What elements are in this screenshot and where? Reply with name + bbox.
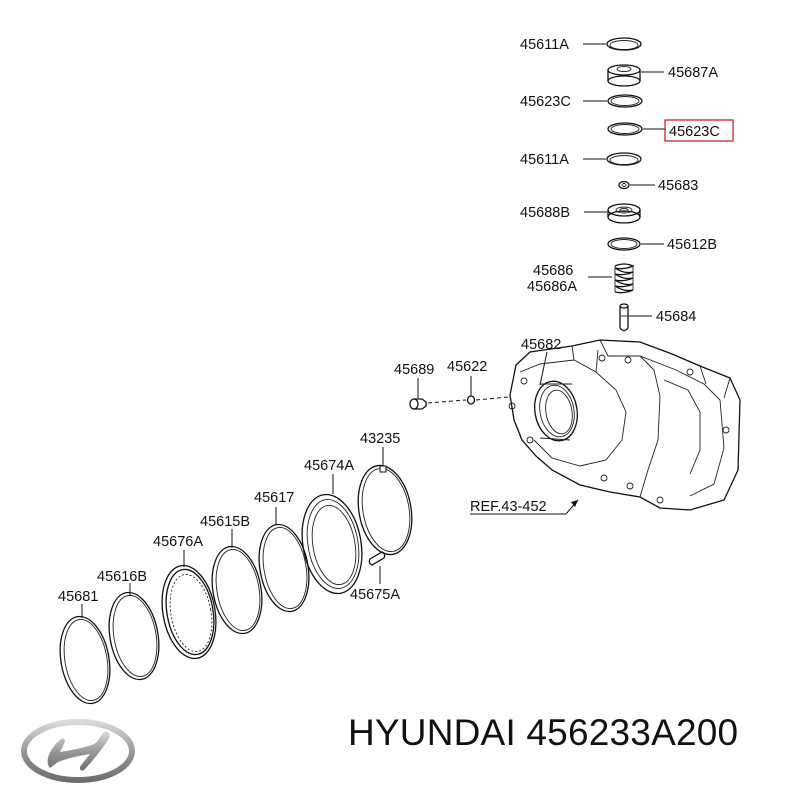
part-plate-45676A — [161, 564, 217, 660]
label-45689: 45689 — [394, 362, 434, 378]
label-45615B: 45615B — [200, 514, 250, 530]
label-45612B: 45612B — [667, 237, 717, 253]
part-snap-ring-45611A-top — [606, 37, 642, 51]
label-45623C-left: 45623C — [520, 94, 571, 110]
caption-brand: HYUNDAI — [348, 712, 516, 753]
part-ring-45616B — [108, 591, 160, 681]
label-45675A: 45675A — [350, 587, 400, 603]
label-ref-43-452: REF.43-452 — [470, 499, 547, 515]
part-bolt-45689 — [409, 398, 427, 410]
highlight-box — [664, 119, 734, 142]
part-seal-ring-45623C-highlighted — [607, 122, 643, 136]
label-45622: 45622 — [447, 359, 487, 375]
part-snap-ring-45611A-mid — [606, 152, 642, 166]
part-piston-45674A — [301, 493, 363, 595]
part-ring-45615B — [211, 545, 263, 635]
part-caption: HYUNDAI 456233A200 — [348, 712, 800, 782]
part-rod-45684 — [619, 303, 629, 332]
label-45683: 45683 — [658, 178, 698, 194]
part-piston-45687A — [607, 64, 641, 87]
label-45676A: 45676A — [153, 534, 203, 550]
part-transmission-case — [508, 339, 741, 511]
label-45674A: 45674A — [304, 458, 354, 474]
part-ring-45681 — [59, 615, 111, 705]
label-45611A-top: 45611A — [520, 37, 569, 53]
part-pin-45675A — [368, 551, 386, 566]
label-45688B: 45688B — [520, 205, 570, 221]
label-45616B: 45616B — [97, 569, 147, 585]
label-45611A-mid: 45611A — [520, 152, 569, 168]
label-45687A: 45687A — [668, 65, 718, 81]
label-45623C-boxed: 45623C — [669, 124, 720, 140]
part-seal-ring-45623C-upper — [607, 94, 643, 108]
caption-part-number: 456233A200 — [526, 712, 739, 753]
label-45684: 45684 — [656, 309, 696, 325]
label-43235: 43235 — [360, 431, 400, 447]
label-45681: 45681 — [58, 589, 98, 605]
part-ring-45612B — [607, 237, 641, 251]
label-45682: 45682 — [521, 337, 561, 353]
label-45686: 45686 — [533, 263, 573, 279]
part-spring-45686 — [614, 263, 635, 294]
part-nut-45683 — [618, 180, 630, 190]
label-45617: 45617 — [254, 490, 294, 506]
part-washer-45622 — [466, 395, 476, 405]
label-45686A: 45686A — [527, 279, 577, 295]
hyundai-logo-icon — [21, 719, 135, 783]
part-retainer-45688B — [607, 203, 641, 224]
